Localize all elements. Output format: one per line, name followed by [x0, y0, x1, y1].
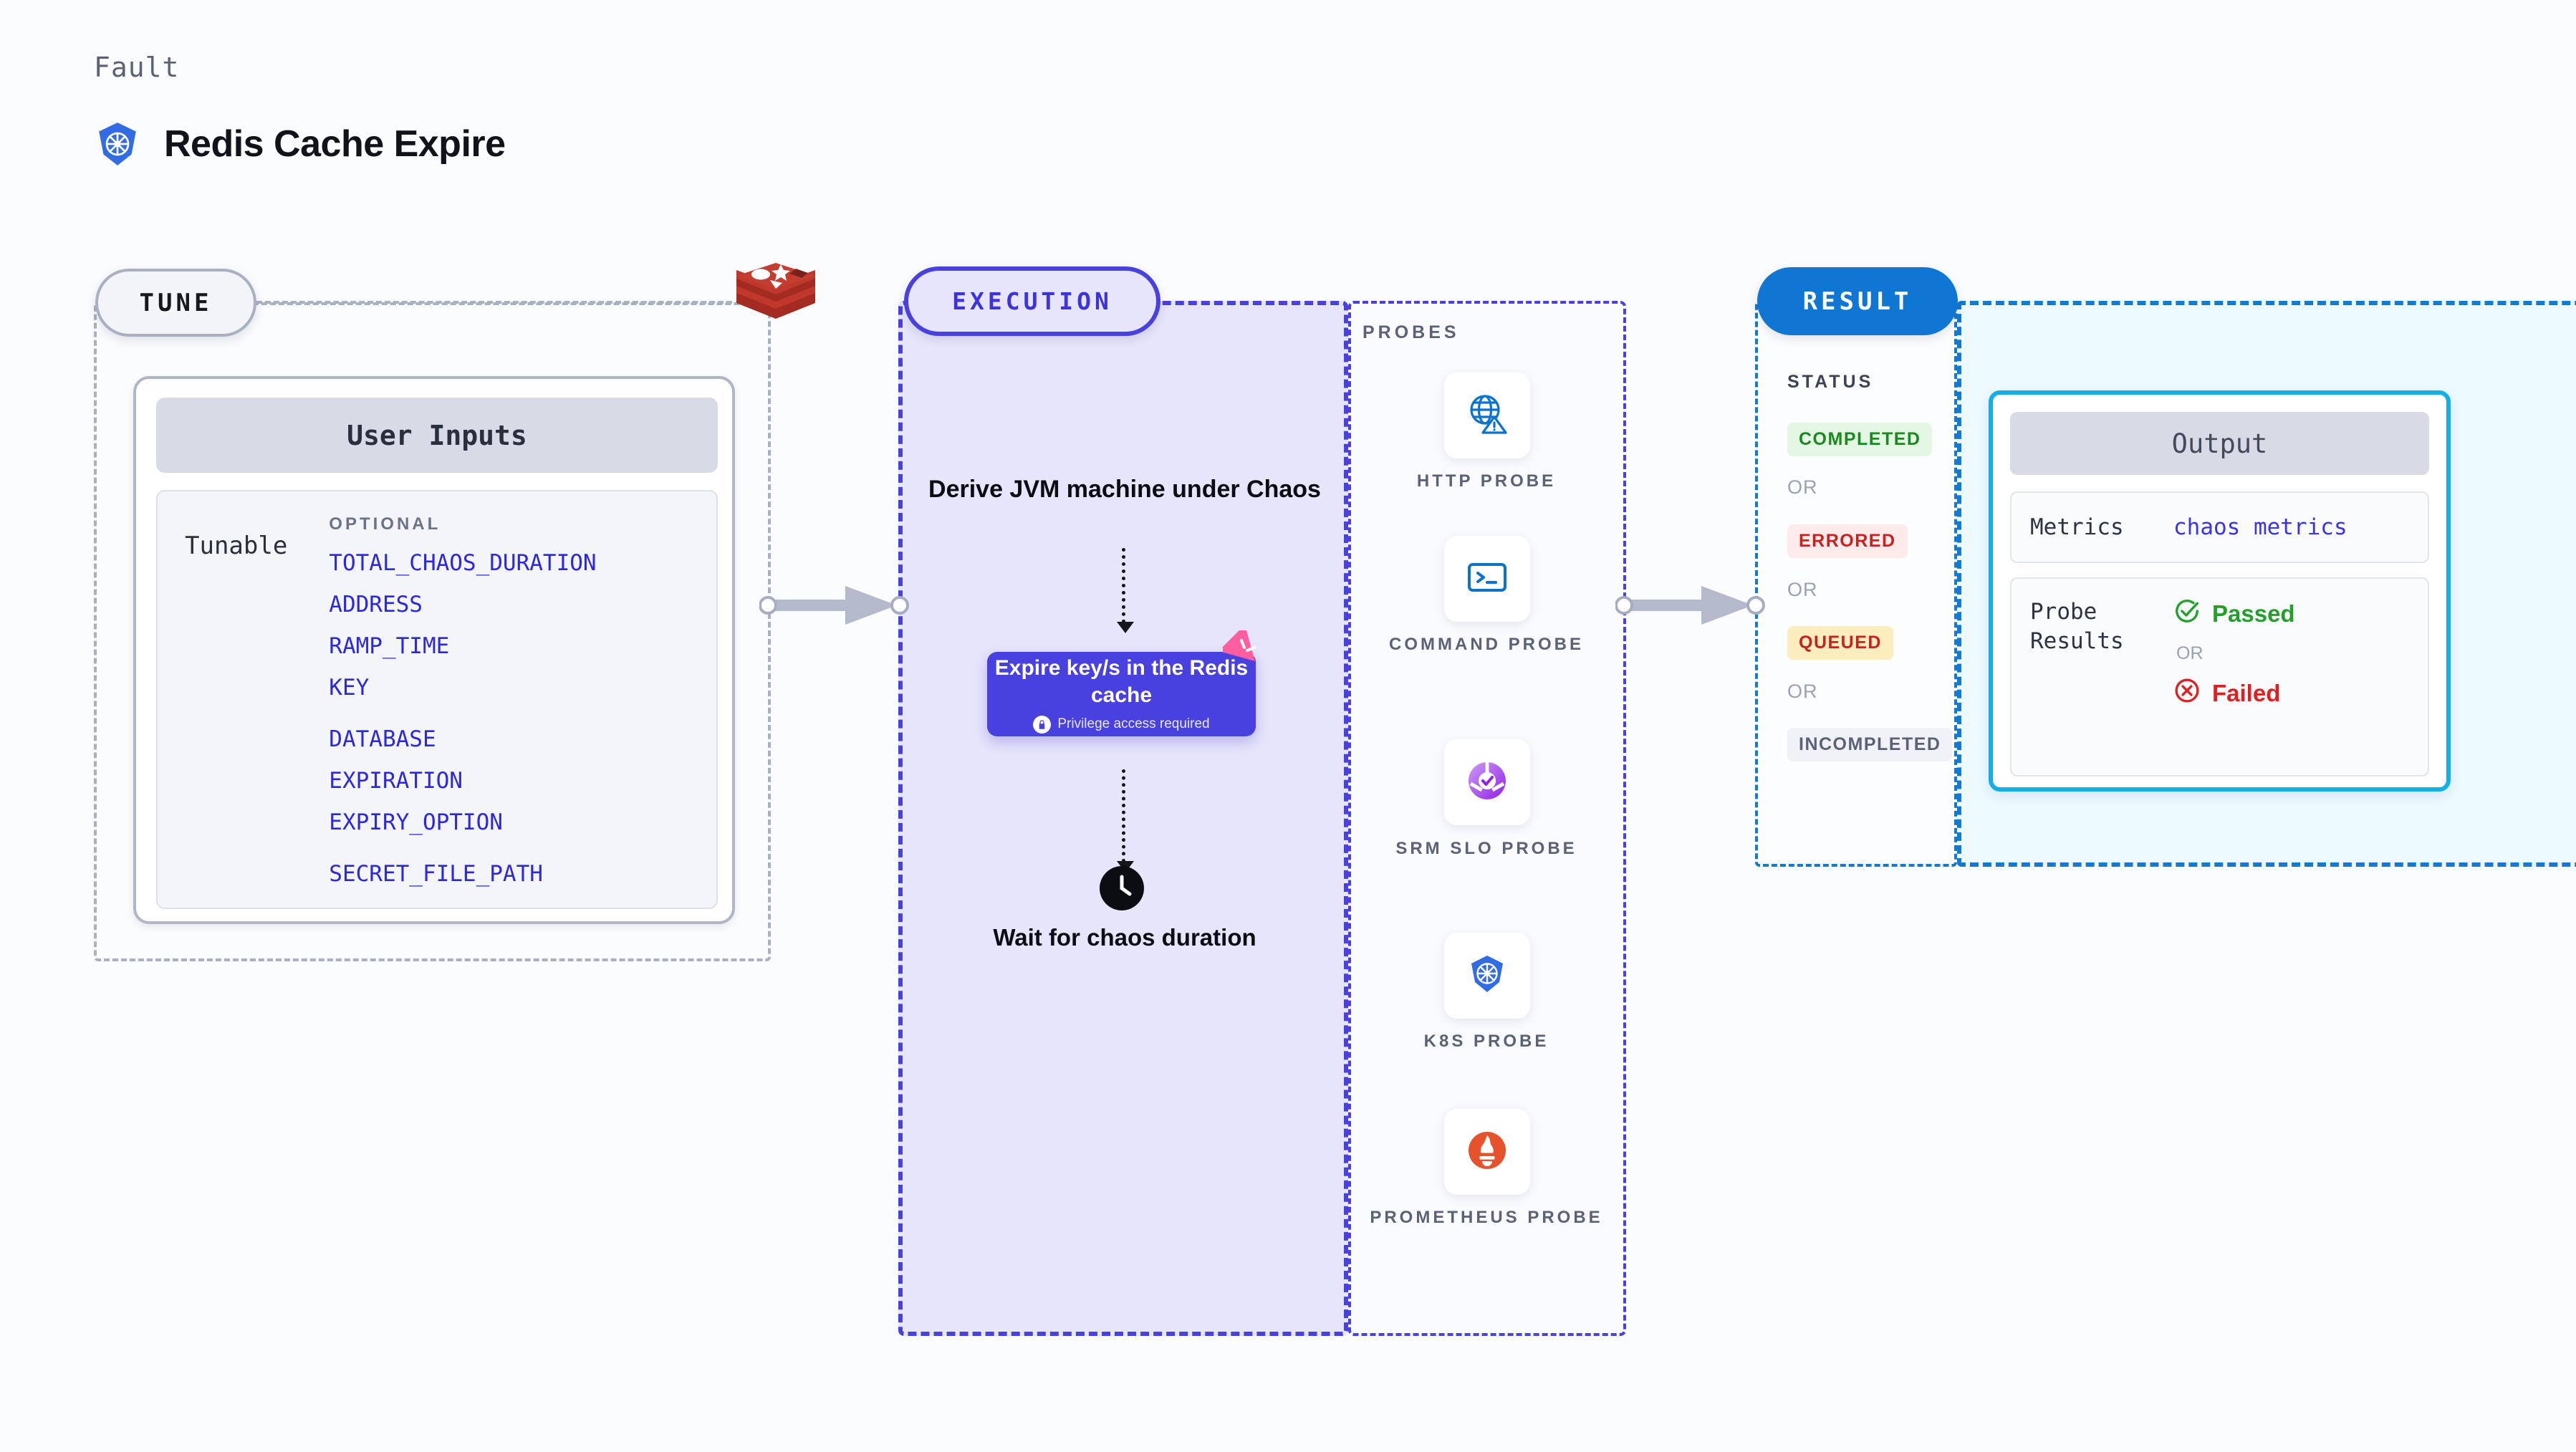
metrics-link[interactable]: chaos metrics	[2173, 514, 2347, 540]
globe-warning-icon	[1464, 391, 1510, 441]
probe-tile-srm-slo[interactable]	[1444, 739, 1530, 825]
tunable-option[interactable]: EXPIRATION	[329, 768, 463, 794]
kubernetes-icon	[94, 120, 141, 168]
or-label: OR	[1787, 579, 1818, 600]
connector-execution-to-result	[1615, 586, 1765, 625]
tunable-option[interactable]: KEY	[329, 675, 370, 701]
user-inputs-card: User Inputs Tunable OPTIONAL TOTAL_CHAOS…	[133, 376, 735, 924]
probe-result-passed-label: Passed	[2212, 600, 2295, 627]
page-title-row: Redis Cache Expire	[94, 120, 506, 168]
connector-tune-to-execution	[759, 586, 909, 625]
slo-donut-check-icon	[1464, 758, 1510, 807]
prometheus-icon	[1464, 1128, 1510, 1177]
probe-label-command: COMMAND PROBE	[1389, 635, 1584, 654]
execution-step-title: Derive JVM machine under Chaos	[928, 476, 1321, 503]
probe-label-prometheus: PROMETHEUS PROBE	[1370, 1208, 1603, 1227]
flow-arrow-down	[1117, 548, 1134, 633]
user-inputs-title: User Inputs	[156, 398, 718, 473]
status-heading: STATUS	[1787, 372, 1874, 392]
probe-tile-command[interactable]	[1444, 536, 1530, 622]
probe-results-label: Probe Results	[2030, 599, 2124, 654]
chaos-action-title: Expire key/s in the Redis cache	[994, 656, 1249, 707]
chaos-action-card[interactable]: Expire key/s in the Redis cache Privileg…	[987, 652, 1256, 736]
tunable-option[interactable]: DATABASE	[329, 726, 436, 752]
page-title: Redis Cache Expire	[164, 123, 506, 165]
probe-result-failed-label: Failed	[2212, 680, 2281, 706]
status-badge-errored: ERRORED	[1787, 524, 1908, 558]
output-card: Output Metrics chaos metrics Probe Resul…	[1989, 390, 2451, 792]
output-probe-results-row: Probe Results Passed OR	[2010, 577, 2429, 777]
probe-result-passed: Passed	[2173, 597, 2295, 630]
probe-label-k8s: K8S PROBE	[1423, 1032, 1549, 1051]
output-title: Output	[2010, 412, 2429, 475]
tune-connector-line	[256, 301, 732, 304]
tunable-label: Tunable	[185, 532, 288, 560]
tune-panel	[94, 302, 771, 961]
result-status-panel	[1755, 301, 1957, 867]
tunable-option[interactable]: TOTAL_CHAOS_DURATION	[329, 550, 597, 576]
tune-badge: TUNE	[95, 269, 256, 337]
probe-label-http: HTTP PROBE	[1416, 471, 1557, 491]
output-metrics-row: Metrics chaos metrics	[2010, 491, 2429, 563]
wait-label: Wait for chaos duration	[993, 924, 1256, 951]
page-kicker: Fault	[94, 52, 180, 83]
metrics-label: Metrics	[2030, 514, 2124, 540]
x-circle-icon	[2173, 677, 2201, 710]
redis-logo	[729, 254, 822, 333]
privilege-note-label: Privilege access required	[1057, 716, 1210, 732]
kubernetes-icon	[1464, 951, 1510, 1001]
optional-group-label: OPTIONAL	[329, 514, 441, 534]
or-label: OR	[1787, 476, 1818, 498]
terminal-icon	[1464, 554, 1510, 604]
or-label: OR	[2176, 643, 2203, 663]
or-label: OR	[1787, 681, 1818, 702]
user-inputs-body: Tunable OPTIONAL TOTAL_CHAOS_DURATION AD…	[156, 490, 718, 909]
probe-tile-prometheus[interactable]	[1444, 1109, 1530, 1195]
harness-logo-icon	[1219, 625, 1263, 668]
probe-tile-k8s[interactable]	[1444, 933, 1530, 1019]
tunable-option[interactable]: SECRET_FILE_PATH	[329, 861, 543, 887]
status-badge-queued: QUEUED	[1787, 626, 1893, 660]
status-badge-completed: COMPLETED	[1787, 423, 1933, 456]
check-circle-icon	[2173, 597, 2201, 630]
probe-tile-http[interactable]	[1444, 372, 1530, 458]
tunable-option[interactable]: ADDRESS	[329, 592, 423, 617]
status-badge-incompleted: INCOMPLETED	[1787, 728, 1953, 761]
probe-results-values: Passed OR Failed	[2173, 597, 2295, 756]
tunable-option[interactable]: EXPIRY_OPTION	[329, 809, 503, 835]
optional-column: OPTIONAL TOTAL_CHAOS_DURATION ADDRESS RA…	[314, 514, 596, 908]
probe-label-srm-slo: SRM SLO PROBE	[1395, 839, 1577, 858]
privilege-note: Privilege access required	[1033, 715, 1210, 734]
probe-result-failed: Failed	[2173, 677, 2295, 710]
lock-icon	[1033, 715, 1052, 734]
tunable-option[interactable]: RAMP_TIME	[329, 633, 450, 659]
execution-badge: EXECUTION	[904, 266, 1160, 336]
flow-arrow-down	[1117, 769, 1134, 872]
probes-heading: PROBES	[1363, 322, 1460, 342]
result-badge: RESULT	[1757, 267, 1958, 335]
clock-icon	[1100, 866, 1144, 910]
